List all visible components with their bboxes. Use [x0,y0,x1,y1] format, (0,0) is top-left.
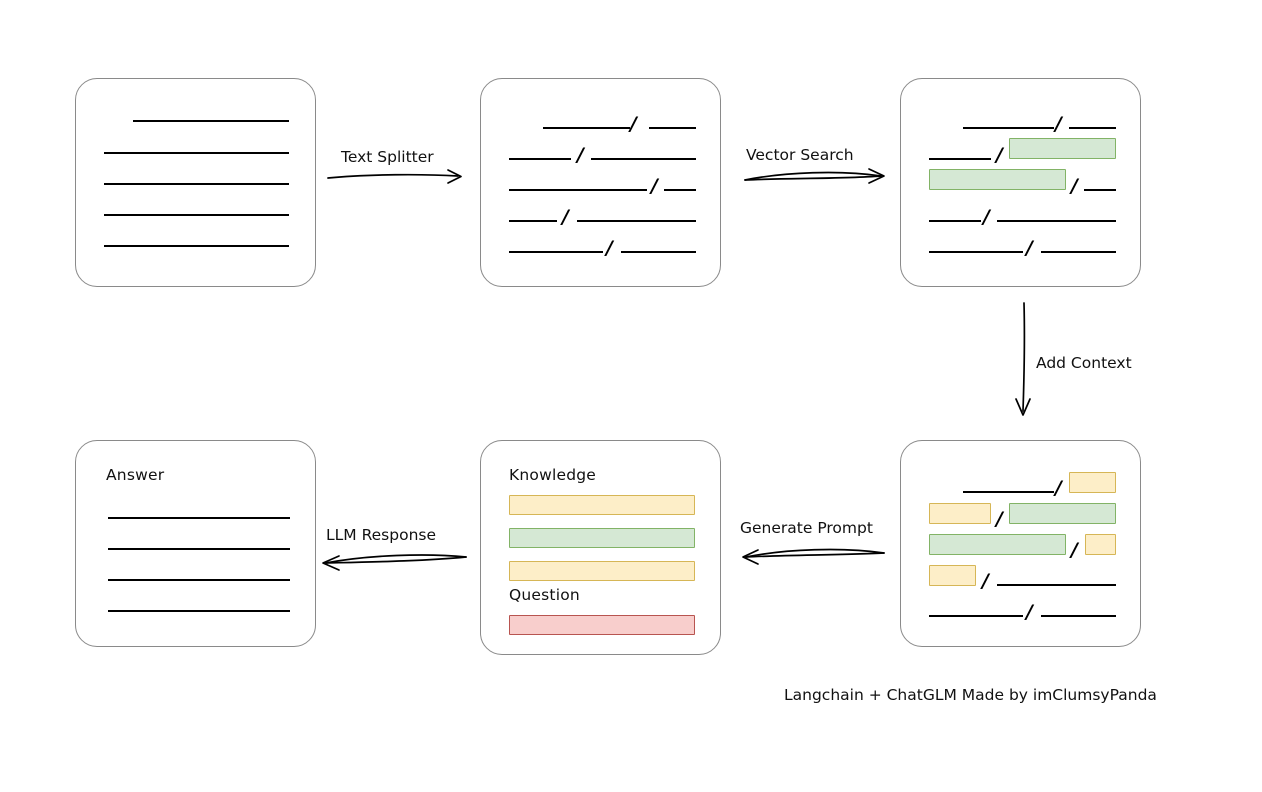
arrow-add-context [1015,302,1031,416]
chunk-line [509,251,603,253]
chunk-line [1041,251,1116,253]
knowledge-bar[interactable] [509,561,695,581]
doc-line [104,245,289,247]
answer-line [108,548,290,550]
chunk-separator: / [606,237,613,259]
retrieved-chunk-highlight[interactable] [1009,138,1116,159]
retrieved-chunk-highlight[interactable] [929,534,1066,555]
chunk-line [1041,615,1116,617]
chunk-line [509,220,557,222]
chunk-line [963,491,1054,493]
chunk-separator: / [651,175,658,197]
node-context-chunks[interactable]: / / / / / [900,440,1141,647]
edge-label-add-context: Add Context [1036,354,1132,372]
knowledge-heading: Knowledge [509,466,597,484]
chunk-line [929,158,991,160]
chunk-separator: / [577,144,584,166]
answer-line [108,517,290,519]
chunk-line [1069,127,1116,129]
arrow-llm-response [322,554,467,571]
answer-line [108,579,290,581]
node-source-document[interactable] [75,78,316,287]
chunk-separator: / [630,113,637,135]
chunk-line [997,220,1116,222]
node-retrieved-chunks[interactable]: / / / / / [900,78,1141,287]
chunk-separator: / [996,508,1003,530]
question-bar[interactable] [509,615,695,635]
question-heading: Question [509,586,580,604]
answer-heading: Answer [106,466,165,484]
doc-line [104,214,289,216]
knowledge-bar[interactable] [509,495,695,515]
chunk-separator: / [983,206,990,228]
chunk-separator: / [1071,175,1078,197]
doc-line [133,120,289,122]
chunk-line [621,251,696,253]
chunk-line [997,584,1116,586]
chunk-line [929,220,981,222]
answer-line [108,610,290,612]
node-answer[interactable]: Answer [75,440,316,647]
chunk-separator: / [1026,601,1033,623]
chunk-line [1084,189,1116,191]
doc-line [104,183,289,185]
arrow-generate-prompt [742,548,885,565]
chunk-separator: / [1071,539,1078,561]
context-chunk-highlight[interactable] [1085,534,1116,555]
diagram-caption: Langchain + ChatGLM Made by imClumsyPand… [784,686,1157,704]
chunk-line [664,189,696,191]
chunk-line [577,220,696,222]
chunk-separator: / [1055,477,1062,499]
chunk-line [543,127,630,129]
chunk-line [509,158,571,160]
chunk-line [649,127,696,129]
edge-label-llm-response: LLM Response [326,526,437,544]
chunk-line [963,127,1054,129]
chunk-line [929,251,1023,253]
chunk-separator: / [996,144,1003,166]
arrow-vector-search [744,168,885,184]
chunk-line [929,615,1023,617]
knowledge-bar[interactable] [509,528,695,548]
edge-label-vector-search: Vector Search [746,146,854,164]
chunk-separator: / [982,570,989,592]
arrow-text-splitter [327,169,462,184]
node-prompt[interactable]: Knowledge Question [480,440,721,655]
context-chunk-highlight[interactable] [929,565,976,586]
chunk-separator: / [562,206,569,228]
context-chunk-highlight[interactable] [929,503,991,524]
doc-line [104,152,289,154]
retrieved-chunk-highlight[interactable] [929,169,1066,190]
chunk-separator: / [1026,237,1033,259]
edge-label-text-splitter: Text Splitter [341,148,434,166]
node-split-chunks[interactable]: / / / / / [480,78,721,287]
edge-label-generate-prompt: Generate Prompt [740,519,873,537]
context-chunk-highlight[interactable] [1069,472,1116,493]
retrieved-chunk-highlight[interactable] [1009,503,1116,524]
chunk-line [509,189,647,191]
chunk-separator: / [1055,113,1062,135]
chunk-line [591,158,696,160]
